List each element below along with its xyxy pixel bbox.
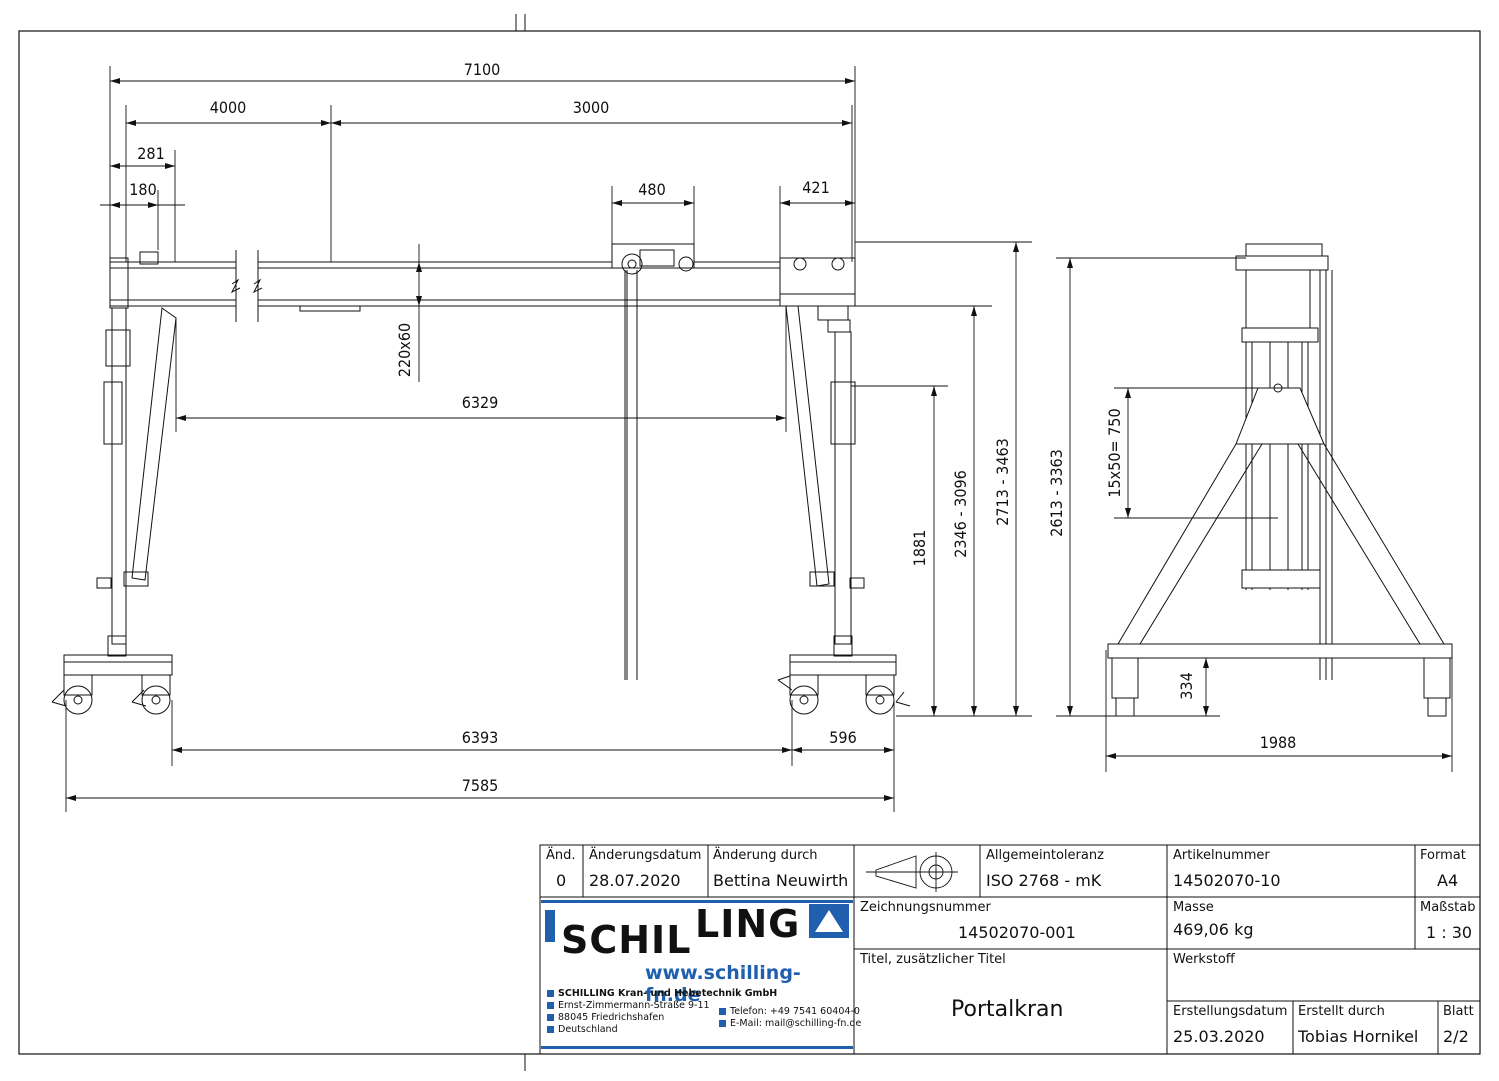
change-date-label: Änderungsdatum xyxy=(589,848,702,863)
logo-triangle-icon xyxy=(809,904,849,938)
title-value: Portalkran xyxy=(951,997,1064,1022)
format-label: Format xyxy=(1420,848,1466,863)
dim-1881: 1881 xyxy=(910,530,929,567)
sheet-label: Blatt xyxy=(1443,1004,1474,1019)
company-street: Ernst-Zimmermann-Straße 9-11 xyxy=(547,1000,710,1012)
front-view xyxy=(51,243,911,715)
company-city: 88045 Friedrichshafen xyxy=(547,1012,664,1024)
company-email: E-Mail: mail@schilling-fn.de xyxy=(719,1018,861,1030)
dim-480: 480 xyxy=(638,180,665,199)
title-block-grid xyxy=(539,844,1481,1055)
tolerance-value: ISO 2768 - mK xyxy=(986,871,1102,890)
rev-label: Änd. xyxy=(546,848,576,863)
company-name: SCHILLING Kran- und Hebetechnik GmbH xyxy=(547,988,777,1000)
dim-2613-3363: 2613 - 3363 xyxy=(1047,449,1066,537)
drawing-no-value: 14502070-001 xyxy=(958,923,1076,942)
created-by-label: Erstellt durch xyxy=(1298,1004,1385,1019)
rev-value: 0 xyxy=(556,871,567,890)
article-value: 14502070-10 xyxy=(1173,871,1281,890)
material-label: Werkstoff xyxy=(1173,952,1235,967)
company-phone: Telefon: +49 7541 60404-0 xyxy=(719,1006,860,1018)
company-url: www.schilling-fn.de xyxy=(645,962,801,1006)
dim-6393: 6393 xyxy=(462,728,499,747)
created-date-value: 25.03.2020 xyxy=(1173,1027,1265,1046)
scale-label: Maßstab xyxy=(1420,900,1476,915)
dim-7585: 7585 xyxy=(462,776,499,795)
drawing-no-label: Zeichnungsnummer xyxy=(860,900,991,915)
logo-text-right: LING xyxy=(695,902,801,946)
changed-by-value: Bettina Neuwirth xyxy=(713,871,849,890)
dim-596: 596 xyxy=(829,728,856,747)
side-view xyxy=(1107,243,1453,717)
mass-value: 469,06 kg xyxy=(1173,920,1254,939)
format-value: A4 xyxy=(1437,871,1459,890)
tolerance-label: Allgemeintoleranz xyxy=(986,848,1104,863)
dim-421: 421 xyxy=(802,178,829,197)
dim-3000: 3000 xyxy=(573,98,610,117)
dim-334: 334 xyxy=(1177,672,1196,699)
mass-label: Masse xyxy=(1173,900,1214,915)
dimension-lines xyxy=(65,66,1453,812)
title-label: Titel, zusätzlicher Titel xyxy=(860,952,1006,967)
dim-220x60: 220x60 xyxy=(395,323,414,377)
created-date-label: Erstellungsdatum xyxy=(1173,1004,1288,1019)
change-date-value: 28.07.2020 xyxy=(589,871,681,890)
dim-15x50: 15x50= 750 xyxy=(1105,408,1124,497)
dim-281: 281 xyxy=(137,144,164,163)
dim-180: 180 xyxy=(129,180,156,199)
company-logo-block: SCHIL LING www.schilling-fn.de SCHILLING… xyxy=(541,898,861,1052)
dim-7100: 7100 xyxy=(464,60,501,79)
dim-4000: 4000 xyxy=(210,98,247,117)
logo-text-left: SCHIL xyxy=(561,918,692,962)
dimension-labels: 7100 4000 3000 281 180 480 421 220x60 63… xyxy=(129,60,1296,795)
dim-6329: 6329 xyxy=(462,393,499,412)
dim-2713-3463: 2713 - 3463 xyxy=(993,438,1012,526)
created-by-value: Tobias Hornikel xyxy=(1298,1027,1419,1046)
dim-1988: 1988 xyxy=(1260,733,1297,752)
changed-by-label: Änderung durch xyxy=(713,848,818,863)
scale-value: 1 : 30 xyxy=(1426,923,1473,942)
projection-symbol-icon xyxy=(866,852,958,892)
company-country: Deutschland xyxy=(547,1024,618,1036)
sheet-value: 2/2 xyxy=(1443,1027,1469,1046)
arrowheads xyxy=(66,78,1452,801)
article-label: Artikelnummer xyxy=(1173,848,1270,863)
dim-2346-3096: 2346 - 3096 xyxy=(951,470,970,558)
